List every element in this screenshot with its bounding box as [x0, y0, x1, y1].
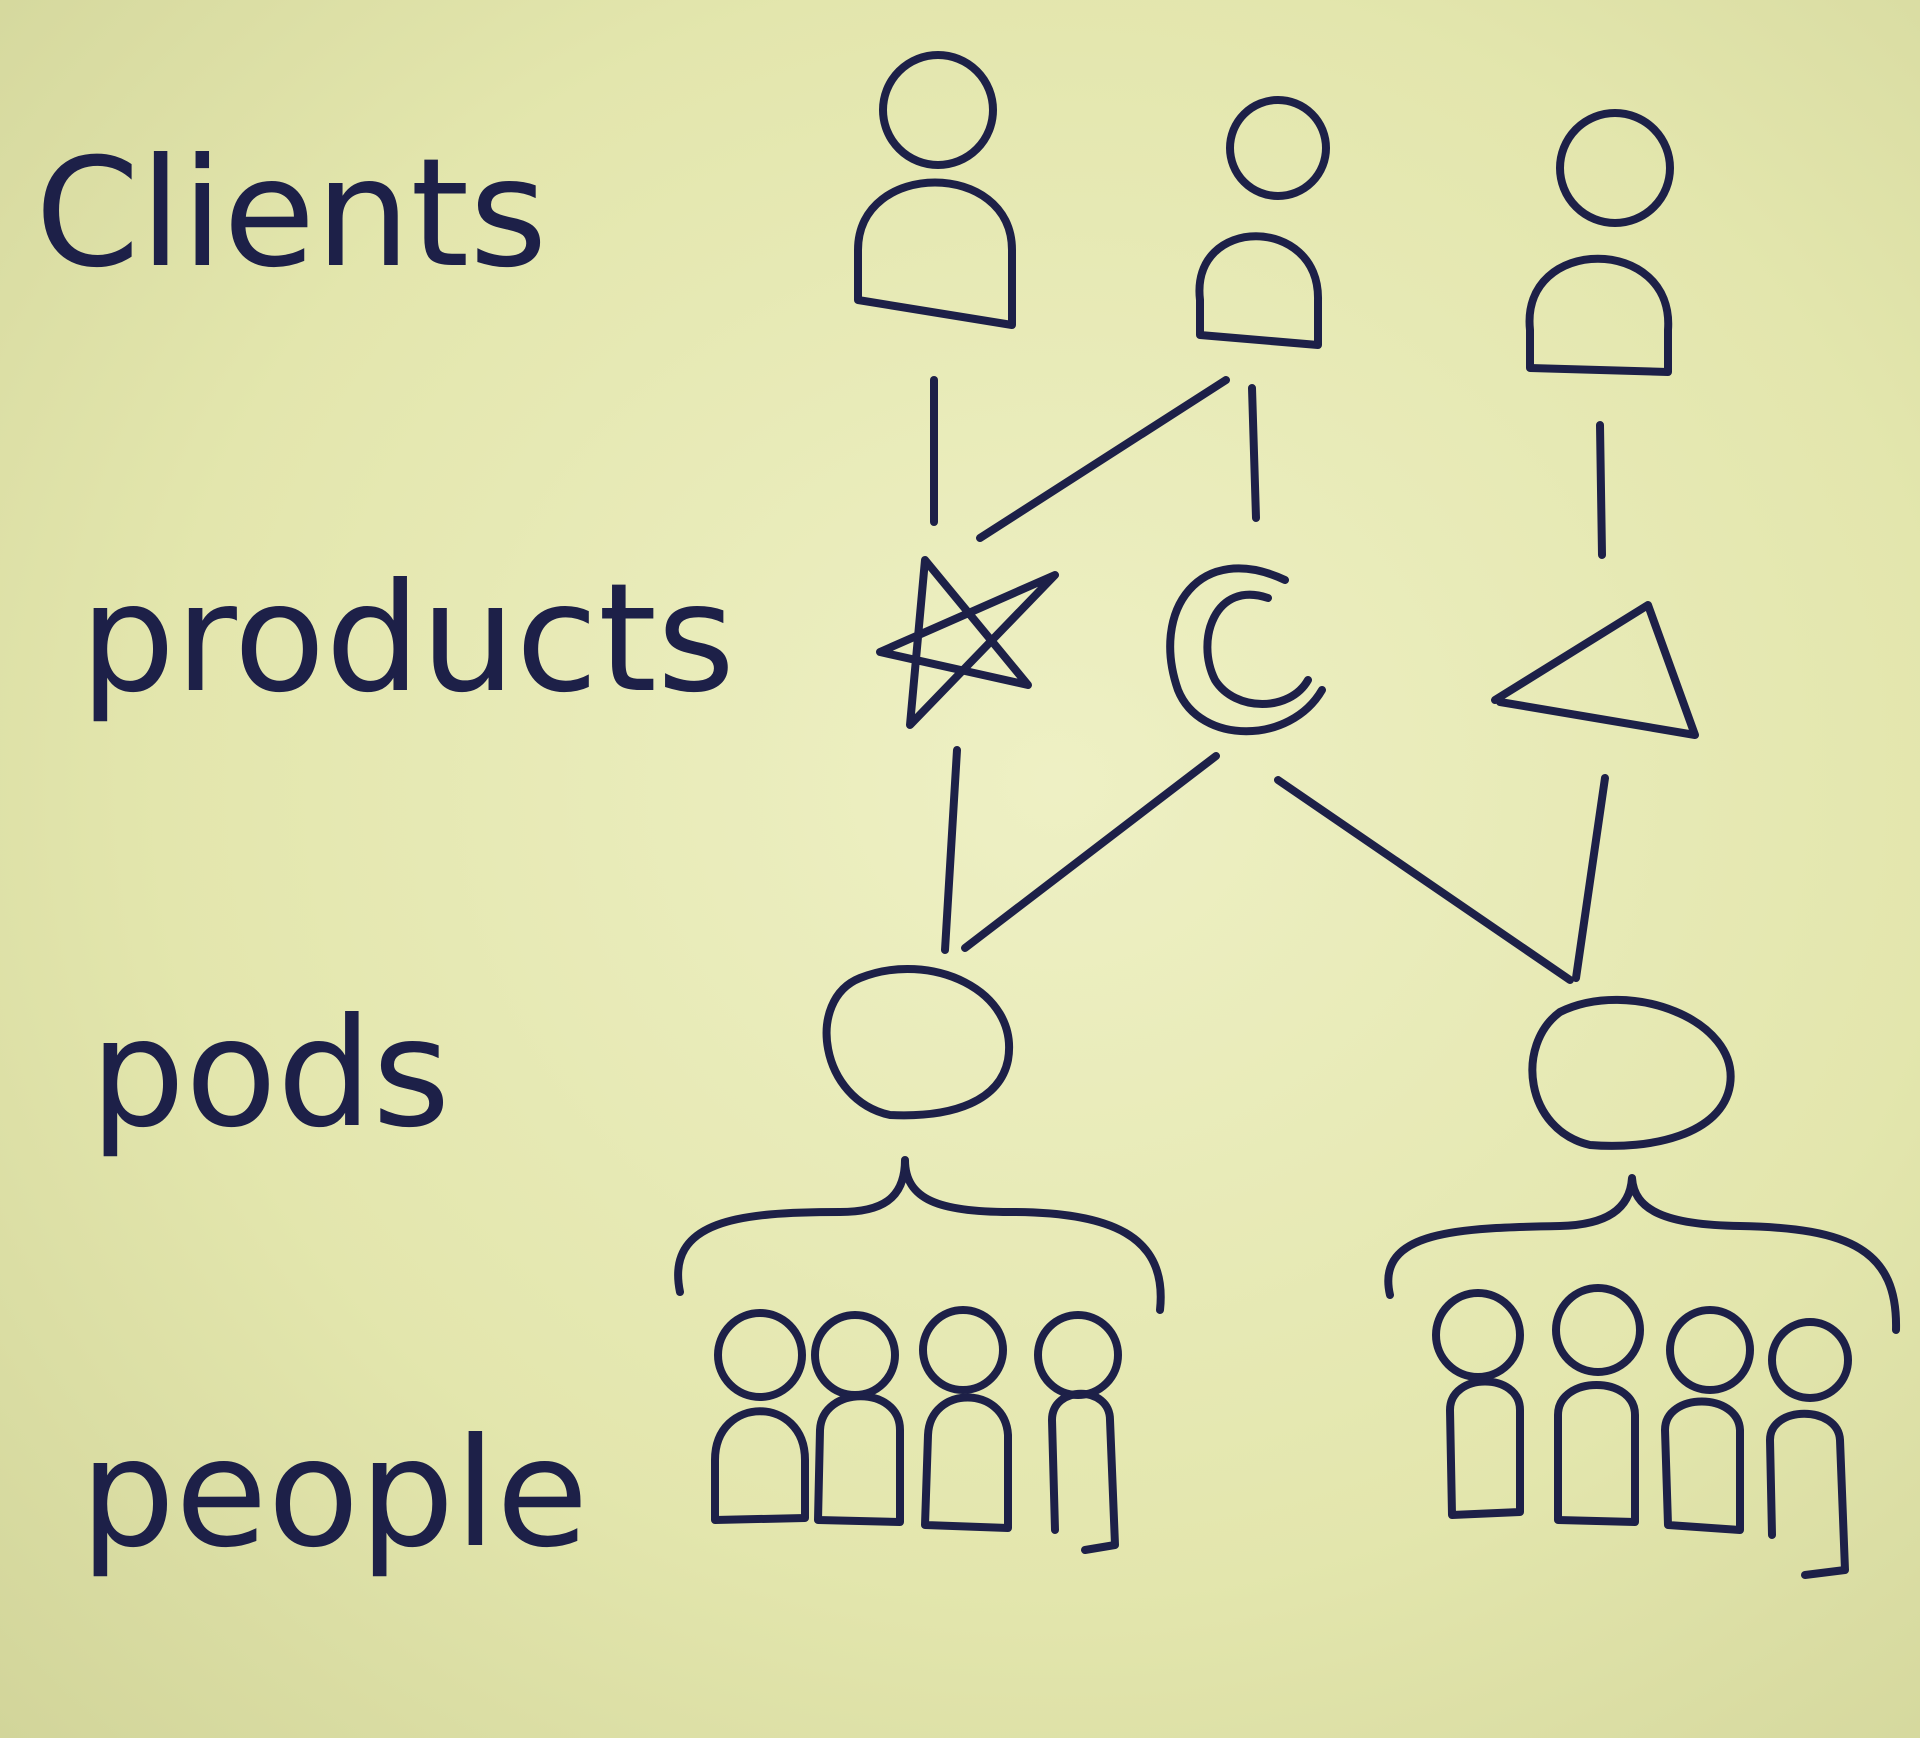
person-icon — [711, 1309, 809, 1524]
person-icon — [1766, 1318, 1852, 1579]
connector-line — [976, 376, 1230, 542]
connector-line — [1248, 384, 1260, 522]
label-people: people — [80, 1407, 588, 1581]
connector-line — [1572, 774, 1609, 982]
client-person-icon — [854, 51, 1016, 329]
connector-line — [961, 752, 1220, 952]
person-icon — [811, 1311, 904, 1526]
people-group-brace — [674, 1156, 1165, 1314]
pod-circle-icon — [1528, 995, 1735, 1150]
person-icon — [1432, 1289, 1524, 1519]
connector-line — [941, 746, 961, 954]
person-icon — [919, 1306, 1012, 1532]
client-person-icon — [1525, 109, 1674, 376]
connector-line — [1274, 776, 1574, 984]
people-group-brace — [1384, 1174, 1901, 1334]
pod-circle-icon — [822, 965, 1014, 1120]
triangle-product-icon — [1491, 601, 1699, 739]
client-person-icon — [1195, 96, 1330, 349]
person-icon — [1661, 1306, 1754, 1534]
person-icon — [1552, 1284, 1644, 1526]
label-products: products — [80, 552, 735, 726]
star-product-icon — [876, 556, 1059, 729]
connector-line — [1596, 421, 1606, 559]
label-clients: Clients — [35, 127, 547, 301]
person-icon — [1034, 1311, 1122, 1554]
crescent-product-icon — [1166, 564, 1326, 736]
label-pods: pods — [90, 987, 450, 1161]
